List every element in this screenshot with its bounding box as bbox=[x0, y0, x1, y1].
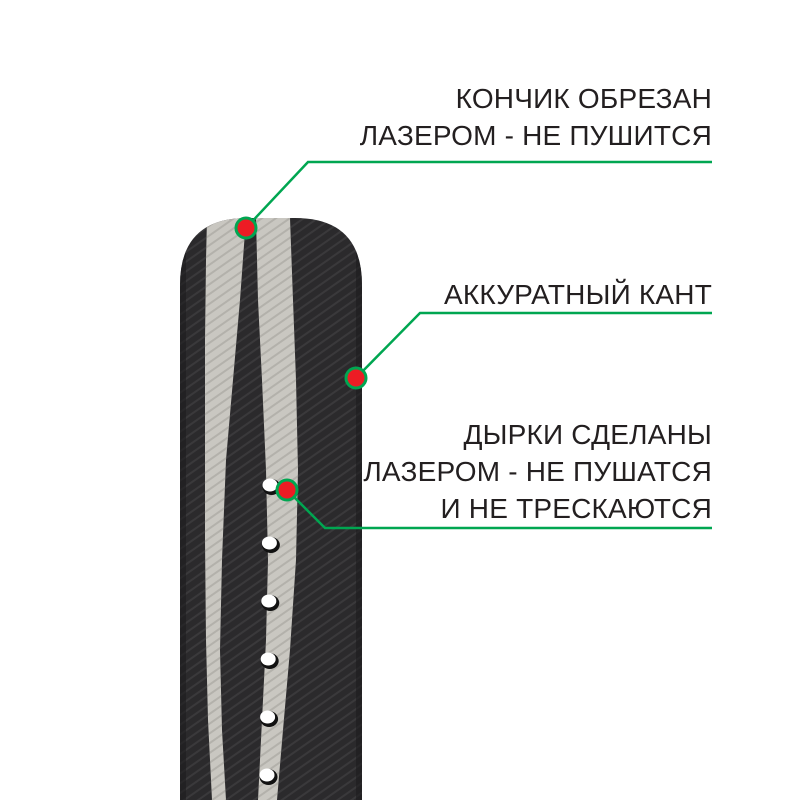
strap-hole bbox=[261, 536, 277, 550]
marker-dot-edge bbox=[344, 366, 368, 390]
strap-holes bbox=[259, 478, 281, 785]
strap-hole bbox=[259, 768, 275, 782]
callout-edge-line-1: АККУРАТНЫЙ КАНТ bbox=[443, 279, 712, 310]
strap-hole bbox=[261, 594, 277, 608]
strap-right-edge bbox=[356, 218, 362, 800]
callout-tip-line-1: КОНЧИК ОБРЕЗАН bbox=[455, 83, 712, 114]
callout-edge-text: АККУРАТНЫЙ КАНТ bbox=[444, 276, 712, 313]
marker-dot-tip bbox=[234, 216, 258, 240]
callout-holes-line-3: И НЕ ТРЕСКАЮТСЯ bbox=[440, 493, 712, 524]
callout-holes-text: ДЫРКИ СДЕЛАНЫ ЛАЗЕРОМ - НЕ ПУШАТСЯ И НЕ … bbox=[363, 416, 712, 527]
leader-line-tip bbox=[245, 160, 712, 229]
leader-line-edge bbox=[355, 311, 712, 379]
callout-holes-line-1: ДЫРКИ СДЕЛАНЫ bbox=[463, 419, 712, 450]
strap-light-stripe-left bbox=[205, 218, 246, 800]
marker-dot-holes bbox=[275, 478, 299, 502]
callout-holes-line-2: ЛАЗЕРОМ - НЕ ПУШАТСЯ bbox=[363, 456, 712, 487]
strap-hole bbox=[260, 710, 276, 724]
callout-tip-line-2: ЛАЗЕРОМ - НЕ ПУШИТСЯ bbox=[359, 120, 712, 151]
nato-strap bbox=[180, 218, 362, 800]
strap-hole bbox=[262, 478, 278, 492]
strap-left-edge bbox=[180, 218, 186, 800]
strap-hole bbox=[260, 652, 276, 666]
callout-tip-text: КОНЧИК ОБРЕЗАН ЛАЗЕРОМ - НЕ ПУШИТСЯ bbox=[360, 80, 712, 154]
leader-line-holes bbox=[286, 489, 712, 530]
